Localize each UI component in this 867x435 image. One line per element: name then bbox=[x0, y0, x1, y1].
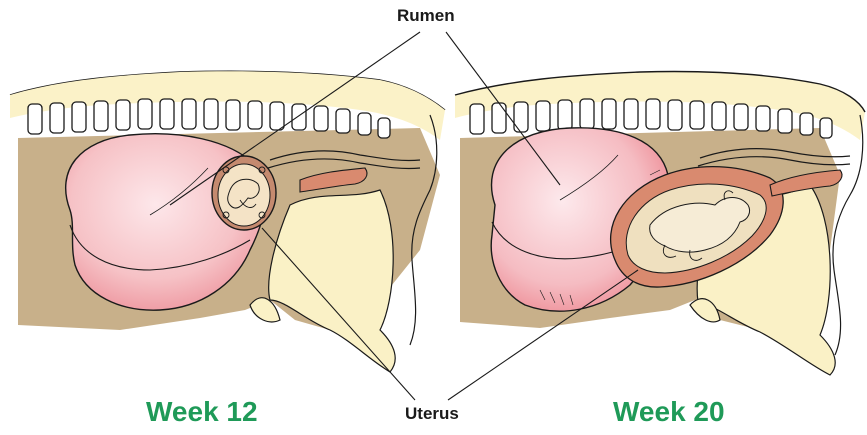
week-20-caption: Week 20 bbox=[613, 396, 725, 428]
rumen-label: Rumen bbox=[397, 6, 455, 26]
uterus-label: Uterus bbox=[405, 404, 459, 424]
hide bbox=[269, 190, 396, 372]
week-20-illustration bbox=[455, 72, 865, 376]
uterus-week-12 bbox=[212, 156, 276, 230]
week-12-caption: Week 12 bbox=[146, 396, 258, 428]
rear-outline bbox=[833, 115, 863, 355]
week-12-illustration bbox=[10, 71, 445, 372]
